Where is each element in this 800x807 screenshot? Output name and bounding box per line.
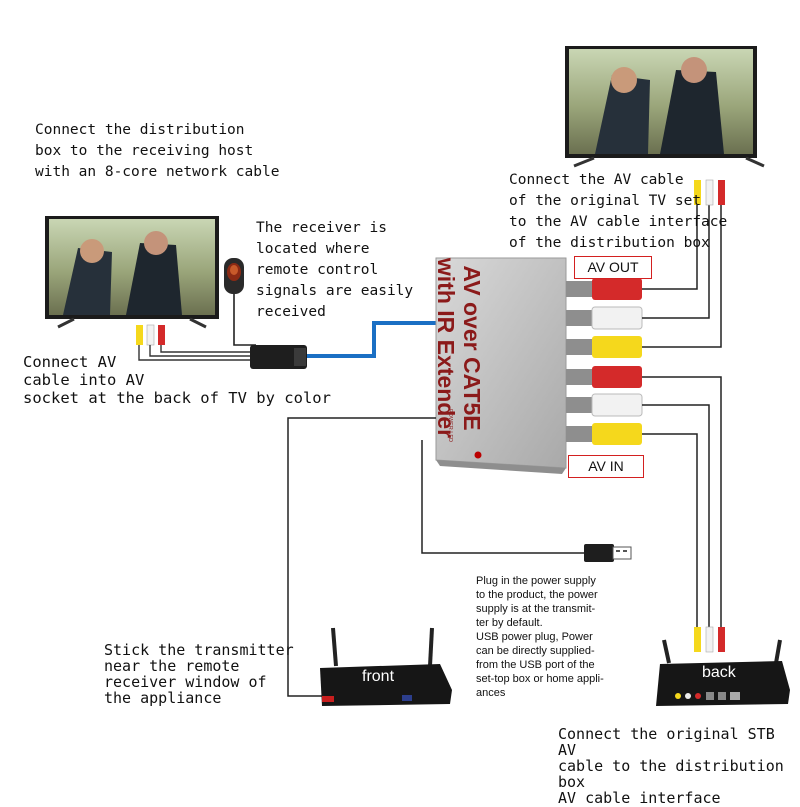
power-led-label: POWER LED (447, 409, 453, 443)
usb-plug-icon (584, 544, 632, 562)
transmitter-wire (287, 417, 436, 697)
av-out-label: AV OUT (574, 256, 652, 279)
distribution-box (435, 257, 567, 474)
network-cable (307, 321, 436, 358)
note-receiver: The receiver is located where remote con… (256, 220, 414, 320)
box-title-line-2: with IR Extender (433, 257, 459, 439)
note-stb: Connect the original STB AV cable to the… (558, 725, 784, 807)
av-in-cables (642, 376, 722, 628)
front-label: front (362, 668, 395, 685)
note-tv-av-cable: Connect the AV cable of the original TV … (509, 172, 728, 251)
note-power: Plug in the power supply to the product,… (476, 575, 604, 699)
av-in-label: AV IN (568, 455, 644, 478)
set-top-box-back (656, 639, 790, 706)
ir-receiver-icon (224, 258, 244, 294)
av-jacks (566, 278, 643, 445)
receiver-connector (250, 345, 307, 369)
tv-left (45, 216, 219, 329)
usb-power-wire (421, 440, 586, 554)
note-av-socket: Connect AV cable into AV socket at the b… (23, 353, 331, 407)
note-transmitter: Stick the transmitter near the remote re… (104, 641, 294, 707)
av-out-cables (642, 205, 722, 348)
tv-top-right (565, 46, 765, 168)
set-top-box-front (320, 627, 452, 706)
top-tv-rca-plugs (694, 179, 725, 206)
box-title-line-1: AV over CAT5E (459, 265, 485, 431)
note-distribution: Connect the distribution box to the rece… (35, 122, 280, 180)
box-title: AV over CAT5E with IR Extender (425, 243, 485, 453)
left-tv-rca-plugs (136, 324, 250, 361)
stb-rca-plugs (694, 626, 725, 653)
back-label: back (702, 664, 736, 681)
